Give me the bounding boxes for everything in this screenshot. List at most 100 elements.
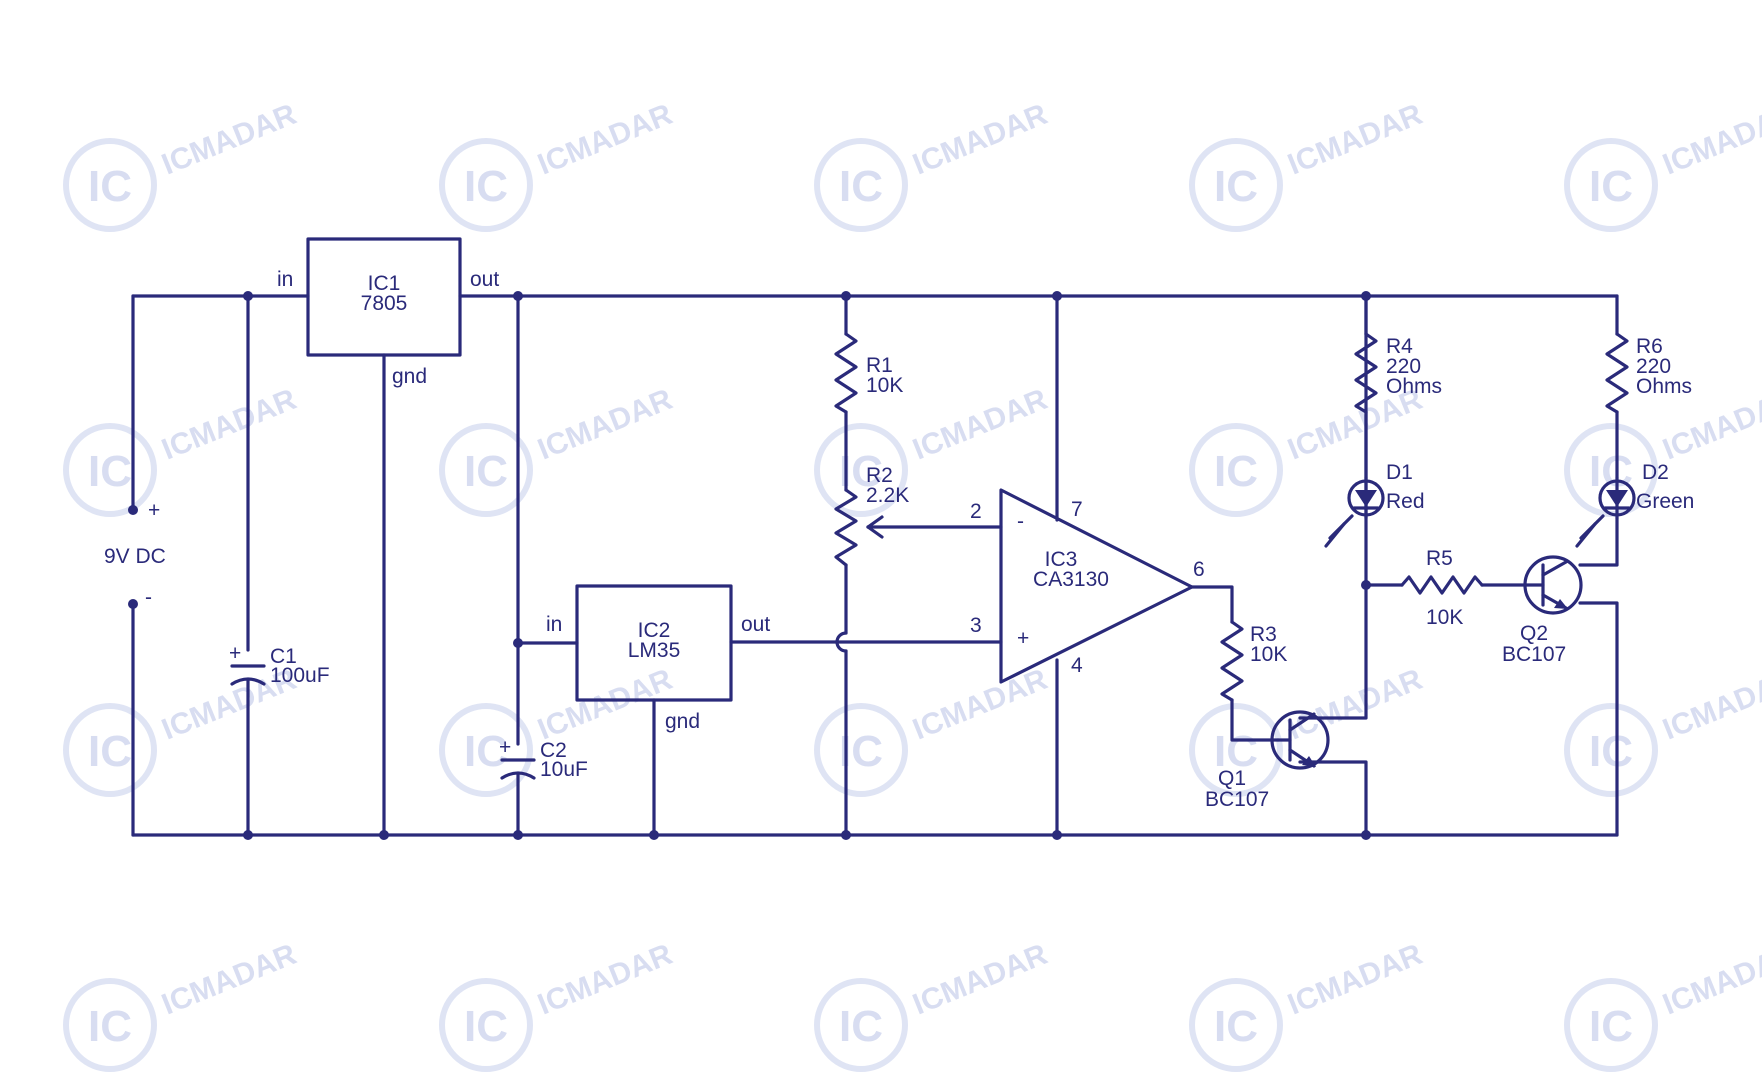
watermark-logo-ring: [814, 138, 908, 232]
r6-name: R6: [1636, 335, 1663, 358]
r1-name: R1: [866, 354, 893, 377]
r3-value: 10K: [1250, 643, 1287, 666]
watermark-logo-ring: [1189, 138, 1283, 232]
watermark-text: ICMADAR: [1658, 663, 1762, 747]
watermark-logo-ring: [63, 423, 157, 517]
watermark-logo-ring: [1564, 978, 1658, 1072]
ic3-pin3: 3: [970, 614, 982, 637]
battery: + - 9V DC: [104, 499, 166, 609]
watermark-logo: IC: [1589, 727, 1633, 776]
watermark-logo-ring: [1189, 703, 1283, 797]
watermark-tile: IC ICMADAR: [439, 98, 677, 232]
watermark-logo-ring: [439, 138, 533, 232]
capacitor-c2: + C2 10uF: [499, 736, 588, 781]
ic2-part: LM35: [628, 639, 681, 662]
ic1-pin-gnd: gnd: [392, 365, 427, 388]
ic3-pin7: 7: [1071, 498, 1083, 521]
watermark-logo-ring: [439, 423, 533, 517]
watermark-logo: IC: [464, 1002, 508, 1051]
watermark-text: ICMADAR: [1283, 663, 1427, 747]
watermark-logo: IC: [464, 447, 508, 496]
resistor-r4: R4 220 Ohms: [1354, 332, 1442, 414]
watermark-tile: IC ICMADAR: [1564, 663, 1762, 797]
watermark-text: ICMADAR: [157, 938, 301, 1022]
watermark-text: ICMADAR: [533, 98, 677, 182]
c2-name: C2: [540, 739, 567, 762]
watermark-logo-ring: [1564, 703, 1658, 797]
watermark-text: ICMADAR: [908, 938, 1052, 1022]
watermark-logo-ring: [814, 423, 908, 517]
watermark-logo: IC: [88, 727, 132, 776]
watermark-text: ICMADAR: [908, 98, 1052, 182]
battery-voltage-label: 9V DC: [104, 545, 166, 568]
r5-value: 10K: [1426, 606, 1463, 629]
watermark-logo-ring: [63, 703, 157, 797]
watermark-tile: IC ICMADAR: [1189, 98, 1427, 232]
watermark-logo: IC: [1214, 162, 1258, 211]
ic2-pin-gnd: gnd: [665, 710, 700, 733]
r2-value: 2.2K: [866, 484, 909, 507]
ic1-pin-in: in: [277, 268, 293, 291]
c2-value: 10uF: [540, 758, 588, 781]
battery-minus-label: -: [145, 586, 152, 609]
resistor-r6: R6 220 Ohms: [1605, 332, 1692, 414]
r1-value: 10K: [866, 374, 903, 397]
r6-value: 220: [1636, 355, 1671, 378]
watermark-text: ICMADAR: [908, 383, 1052, 467]
resistor-r5: R5 10K: [1400, 547, 1484, 629]
d2-color: Green: [1636, 490, 1694, 513]
q2-part: BC107: [1502, 643, 1566, 666]
r6-unit: Ohms: [1636, 375, 1692, 398]
watermark-logo: IC: [464, 727, 508, 776]
watermark-tile: IC ICMADAR: [814, 938, 1052, 1072]
watermark-tile: IC ICMADAR: [1564, 938, 1762, 1072]
c1-value: 100uF: [270, 664, 330, 687]
ic1-pin-out: out: [470, 268, 499, 291]
c2-polarity: +: [499, 736, 511, 759]
watermark-logo: IC: [464, 162, 508, 211]
c1-name: C1: [270, 645, 297, 668]
watermark-text: ICMADAR: [1283, 98, 1427, 182]
resistor-r3: R3 10K: [1220, 620, 1287, 702]
ic3-name: IC3: [1045, 548, 1078, 571]
capacitor-c1: + C1 100uF: [229, 642, 330, 687]
watermark-text: ICMADAR: [533, 938, 677, 1022]
ic3-pin4: 4: [1071, 654, 1083, 677]
r4-value: 220: [1386, 355, 1421, 378]
watermark-logo: IC: [839, 1002, 883, 1051]
ic3-inv-sign: -: [1017, 510, 1024, 533]
ic1-regulator: IC1 7805 in out gnd: [277, 237, 499, 388]
ic2-sensor: IC2 LM35 in out gnd: [546, 584, 770, 733]
watermark-text: ICMADAR: [157, 98, 301, 182]
ic1-part: 7805: [361, 292, 408, 315]
d1-name: D1: [1386, 461, 1413, 484]
watermark-logo: IC: [1589, 1002, 1633, 1051]
r2-name: R2: [866, 464, 893, 487]
ic3-noninv-sign: +: [1017, 627, 1029, 650]
watermark-logo-ring: [1189, 423, 1283, 517]
watermark-text: ICMADAR: [908, 663, 1052, 747]
watermark-logo-ring: [439, 703, 533, 797]
led-d1: D1 Red: [1324, 461, 1425, 548]
watermark-logo-ring: [63, 138, 157, 232]
watermark-text: ICMADAR: [1658, 938, 1762, 1022]
watermark-logo: IC: [1589, 162, 1633, 211]
watermark-text: ICMADAR: [533, 663, 677, 747]
r4-unit: Ohms: [1386, 375, 1442, 398]
ic1-name: IC1: [368, 272, 401, 295]
resistor-r2: R2 2.2K: [834, 464, 909, 567]
q1-part: BC107: [1205, 788, 1269, 811]
watermark-logo-ring: [1189, 978, 1283, 1072]
ic3-opamp: IC3 CA3130 - + 2 3 7 4 6: [970, 488, 1205, 684]
ic2-pin-in: in: [546, 613, 562, 636]
watermark-text: ICMADAR: [157, 383, 301, 467]
ic3-pin6: 6: [1193, 558, 1205, 581]
r4-name: R4: [1386, 335, 1413, 358]
